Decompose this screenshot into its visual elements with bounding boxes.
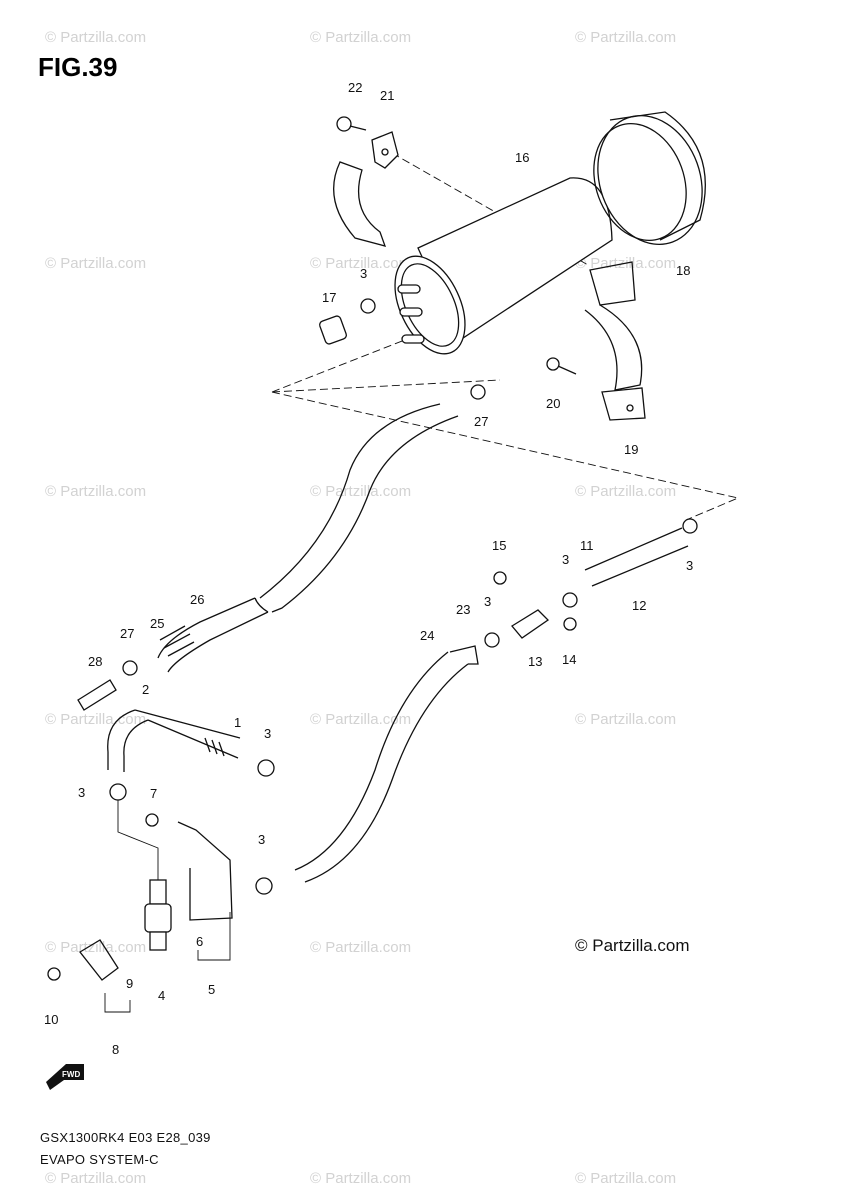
part-label: 28 bbox=[88, 654, 102, 669]
watermark-grid: © Partzilla.com © Partzilla.com © Partzi… bbox=[45, 29, 676, 1187]
part-label: 26 bbox=[190, 592, 204, 607]
part-label: 3 bbox=[258, 832, 265, 847]
part-label: 3 bbox=[78, 785, 85, 800]
watermark: © Partzilla.com bbox=[310, 483, 411, 500]
section-name: EVAPO SYSTEM-C bbox=[40, 1152, 159, 1167]
watermark: © Partzilla.com bbox=[310, 1170, 411, 1187]
part-label: 21 bbox=[380, 88, 394, 103]
bolt-22[interactable] bbox=[336, 116, 367, 132]
figure-title: FIG.39 bbox=[38, 52, 118, 82]
hose-24[interactable] bbox=[294, 645, 479, 883]
part-label: 7 bbox=[150, 786, 157, 801]
part-label: 11 bbox=[580, 538, 594, 553]
hose-1[interactable] bbox=[107, 709, 241, 772]
watermark: © Partzilla.com bbox=[45, 711, 146, 728]
watermark: © Partzilla.com bbox=[575, 1170, 676, 1187]
watermark: © Partzilla.com bbox=[310, 29, 411, 46]
watermark: © Partzilla.com bbox=[575, 711, 676, 728]
watermark: © Partzilla.com bbox=[310, 255, 411, 272]
part-label: 2 bbox=[142, 682, 149, 697]
clamp-27-top[interactable] bbox=[470, 384, 486, 400]
part-label: 9 bbox=[126, 976, 133, 991]
watermark: © Partzilla.com bbox=[310, 939, 411, 956]
watermark: © Partzilla.com bbox=[45, 1170, 146, 1187]
part-label: 3 bbox=[360, 266, 367, 281]
part-label: 6 bbox=[196, 934, 203, 949]
part-label: 20 bbox=[546, 396, 560, 411]
fitting-13[interactable] bbox=[511, 609, 550, 639]
bracket-8[interactable] bbox=[79, 939, 119, 981]
watermark: © Partzilla.com bbox=[575, 483, 676, 500]
part-label: 19 bbox=[624, 442, 638, 457]
valve-4[interactable] bbox=[144, 879, 172, 951]
part-label: 8 bbox=[112, 1042, 119, 1057]
band-18[interactable] bbox=[578, 101, 719, 259]
fwd-arrow-icon: FWD bbox=[46, 1064, 84, 1090]
part-label: 10 bbox=[44, 1012, 58, 1027]
part-label: 1 bbox=[234, 715, 241, 730]
part-label: 16 bbox=[515, 150, 529, 165]
clamp-3-far-right[interactable] bbox=[682, 518, 698, 534]
part-label: 3 bbox=[562, 552, 569, 567]
part-label: 13 bbox=[528, 654, 542, 669]
fwd-label: FWD bbox=[62, 1070, 80, 1079]
part-label: 25 bbox=[150, 616, 164, 631]
part-label: 24 bbox=[420, 628, 434, 643]
part-label: 3 bbox=[484, 594, 491, 609]
clamp-3-top[interactable] bbox=[360, 298, 376, 314]
part-label: 17 bbox=[322, 290, 336, 305]
part-number-labels: 22 21 16 18 3 17 20 27 19 15 3 11 3 26 3… bbox=[44, 80, 693, 1057]
watermark: © Partzilla.com bbox=[45, 255, 146, 272]
hose-26[interactable] bbox=[157, 403, 459, 673]
part-label: 3 bbox=[686, 558, 693, 573]
bracket-21[interactable] bbox=[333, 131, 399, 247]
watermark: © Partzilla.com bbox=[45, 29, 146, 46]
watermark: © Partzilla.com bbox=[575, 29, 676, 46]
clamp-3-left[interactable] bbox=[109, 783, 127, 801]
clamp-3-mid[interactable] bbox=[257, 759, 275, 777]
bolt-20[interactable] bbox=[546, 357, 577, 375]
canister-16[interactable] bbox=[381, 177, 613, 365]
clamp-3-right[interactable] bbox=[562, 592, 578, 608]
part-label: 18 bbox=[676, 263, 690, 278]
screw-7[interactable] bbox=[145, 813, 159, 827]
watermark: © Partzilla.com bbox=[45, 939, 146, 956]
washer-14[interactable] bbox=[563, 617, 577, 631]
part-label: 14 bbox=[562, 652, 576, 667]
hose-12[interactable] bbox=[584, 527, 689, 587]
bracket-5[interactable] bbox=[177, 821, 233, 921]
part-label: 4 bbox=[158, 988, 165, 1003]
bolt-10[interactable] bbox=[47, 967, 61, 981]
model-code: GSX1300RK4 E03 E28_039 bbox=[40, 1130, 211, 1145]
assembly-guide-lines bbox=[104, 152, 740, 1013]
copyright-notice: © Partzilla.com bbox=[575, 936, 690, 955]
bolt-15[interactable] bbox=[493, 571, 507, 585]
plug-17[interactable] bbox=[319, 315, 348, 345]
watermark: © Partzilla.com bbox=[45, 483, 146, 500]
bracket-19[interactable] bbox=[584, 261, 646, 421]
watermark: © Partzilla.com bbox=[310, 711, 411, 728]
part-label: 22 bbox=[348, 80, 362, 95]
clamp-3-lower[interactable] bbox=[255, 877, 273, 895]
clamp-3-center[interactable] bbox=[484, 632, 500, 648]
fitting-28[interactable] bbox=[77, 679, 117, 711]
part-label: 5 bbox=[208, 982, 215, 997]
part-label: 27 bbox=[474, 414, 488, 429]
part-label: 12 bbox=[632, 598, 646, 613]
clamp-27-lower[interactable] bbox=[122, 660, 138, 676]
part-label: 27 bbox=[120, 626, 134, 641]
part-label: 15 bbox=[492, 538, 506, 553]
part-label: 23 bbox=[456, 602, 470, 617]
part-label: 3 bbox=[264, 726, 271, 741]
